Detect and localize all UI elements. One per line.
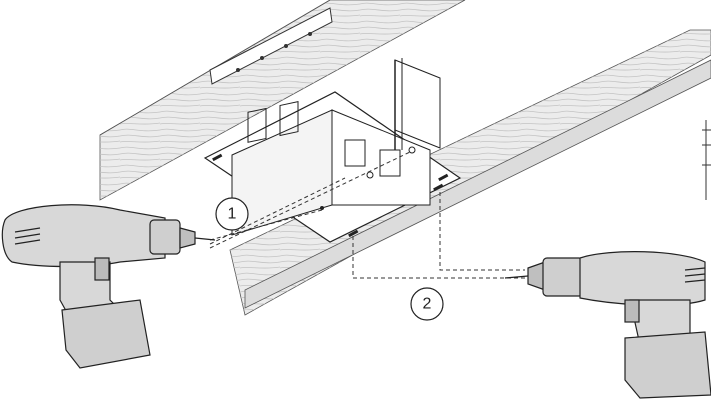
callout-step-2: 2 xyxy=(410,287,444,321)
left-drill-icon xyxy=(1,204,216,369)
callout-step-1: 1 xyxy=(215,197,249,231)
mounting-bracket-icon xyxy=(203,58,462,243)
leader-lines-step-2 xyxy=(352,192,525,279)
leader-lines-step-1 xyxy=(209,151,411,249)
right-drill-icon xyxy=(504,251,711,399)
callout-step-2-label: 2 xyxy=(423,296,432,313)
wall-anchor xyxy=(702,120,711,200)
callout-step-1-label: 1 xyxy=(228,206,237,223)
mounting-strap xyxy=(209,7,333,85)
support-rail xyxy=(244,59,711,309)
